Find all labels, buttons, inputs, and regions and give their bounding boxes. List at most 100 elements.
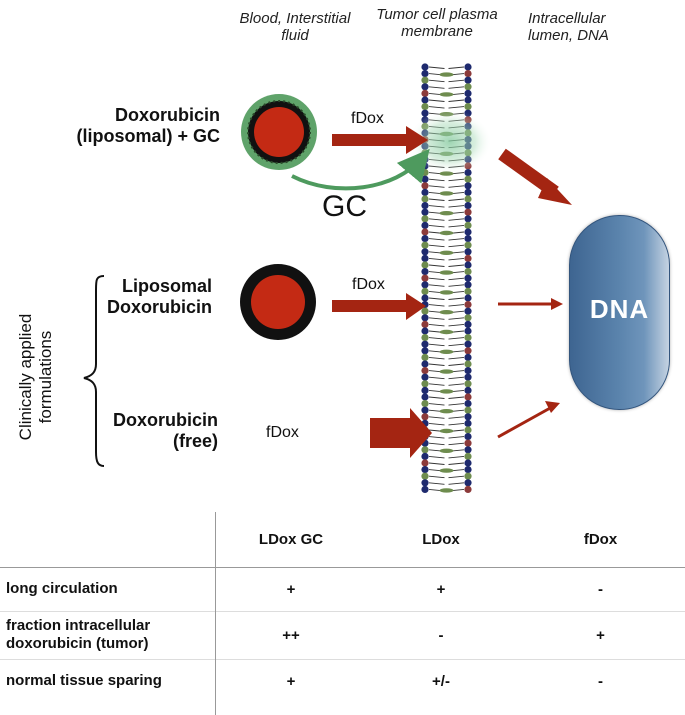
- lipid-head: [421, 466, 429, 474]
- lipid-head: [421, 103, 429, 111]
- lipid-head: [421, 76, 429, 84]
- lipid-tail: [428, 376, 445, 380]
- lipid-tail: [428, 99, 445, 102]
- lipid-head: [421, 281, 429, 289]
- lipid-tail: [448, 66, 465, 69]
- cell-value: ++: [282, 626, 300, 644]
- cell-value: +: [436, 580, 446, 598]
- lipid-tail: [448, 416, 465, 419]
- lipid-head: [421, 63, 429, 71]
- lipid-head: [464, 281, 472, 289]
- lipid-tail: [428, 337, 445, 340]
- lipid-head: [421, 274, 429, 282]
- table-row: long circulation + + -: [0, 567, 685, 611]
- lipid-head: [421, 400, 429, 408]
- lipid-head: [421, 406, 429, 414]
- row-label-fraction-intracellular: fraction intracellular doxorubicin (tumo…: [0, 611, 216, 659]
- lipid-head: [464, 320, 472, 328]
- clinically-applied-label: Clinically applied formulations: [16, 292, 56, 462]
- lipid-head: [464, 182, 472, 190]
- lipid-tail: [428, 224, 445, 228]
- row2-label-line1: Liposomal: [121, 276, 212, 296]
- lipid-head: [464, 63, 472, 71]
- lipid-head: [421, 380, 429, 388]
- lipid-head: [421, 413, 429, 421]
- lipid-head: [464, 202, 472, 210]
- lipid-tail: [448, 323, 465, 327]
- lipid-tail: [448, 482, 465, 485]
- arrow-row2: [332, 293, 426, 320]
- lipid-tail: [448, 304, 465, 307]
- row1-label-line1: Doxorubicin: [114, 105, 220, 125]
- row3-label: Doxorubicin (free): [40, 410, 218, 452]
- lipid-tail: [428, 343, 445, 347]
- lipid-head: [464, 228, 472, 236]
- lipid-head: [464, 221, 472, 229]
- lipid-tail: [448, 403, 465, 406]
- lipid-head: [421, 254, 429, 262]
- lipid-tail: [428, 455, 445, 459]
- lipid-head: [421, 215, 429, 223]
- lipid-head: [421, 393, 429, 401]
- lipid-head: [421, 83, 429, 91]
- lipid-head: [421, 96, 429, 104]
- lipid-head: [421, 353, 429, 361]
- lipid-head: [464, 195, 472, 203]
- lipid-tail: [448, 106, 465, 109]
- cholesterol: [439, 369, 454, 374]
- lipid-tail: [448, 317, 465, 320]
- lipid-tail: [428, 86, 445, 89]
- lipid-tail: [428, 218, 445, 221]
- clinically-applied-line2: formulations: [36, 330, 55, 424]
- lipid-head: [421, 479, 429, 487]
- lipid-tail: [428, 185, 445, 188]
- lipid-tail: [448, 238, 465, 241]
- cholesterol: [439, 290, 454, 295]
- lipid-tail: [428, 317, 445, 320]
- lipid-tail: [428, 323, 445, 327]
- column-header-ldox-gc: LDox GC: [258, 530, 324, 548]
- lipid-tail: [428, 482, 445, 485]
- lipid-head: [464, 254, 472, 262]
- lipid-tail: [428, 422, 445, 426]
- lipid-tail: [428, 238, 445, 241]
- lipid-head: [464, 89, 472, 97]
- lipid-tail: [428, 264, 445, 267]
- table-header-row: LDox GC LDox fDox: [0, 512, 685, 567]
- lipid-tail: [428, 475, 445, 479]
- dna-shape: DNA: [569, 215, 670, 410]
- lipid-head: [464, 439, 472, 447]
- fdox-label-row1: fDox: [351, 110, 384, 127]
- lipid-head: [464, 294, 472, 302]
- lipid-head: [421, 169, 429, 177]
- lipid-head: [421, 221, 429, 229]
- row3-label-line2: (free): [172, 431, 218, 451]
- lipid-head: [421, 241, 429, 249]
- cholesterol: [439, 488, 454, 493]
- gc-arrow: [291, 148, 430, 191]
- lipid-head: [421, 70, 429, 78]
- cholesterol: [439, 409, 454, 414]
- header-membrane: Tumor cell plasma membrane: [376, 6, 498, 40]
- lipid-head: [464, 241, 472, 249]
- table-row: fraction intracellular doxorubicin (tumo…: [0, 611, 685, 659]
- gc-label: GC: [322, 190, 367, 223]
- cholesterol: [439, 211, 454, 216]
- lipid-head: [464, 360, 472, 368]
- lipid-tail: [448, 363, 465, 366]
- lipid-head: [421, 268, 429, 276]
- lipid-tail: [428, 106, 445, 109]
- cholesterol: [439, 92, 454, 97]
- lipid-head: [464, 208, 472, 216]
- header-intracellular: Intracellular lumen, DNA: [528, 10, 609, 44]
- lipid-head: [464, 327, 472, 335]
- lipid-head: [464, 83, 472, 91]
- lipid-head: [421, 182, 429, 190]
- lipid-tail: [448, 185, 465, 188]
- lipid-head: [464, 413, 472, 421]
- cholesterol: [439, 448, 454, 453]
- lipid-head: [421, 485, 429, 493]
- row3-label-line1: Doxorubicin: [112, 410, 218, 430]
- lipid-tail: [448, 462, 465, 465]
- lipid-tail: [448, 455, 465, 459]
